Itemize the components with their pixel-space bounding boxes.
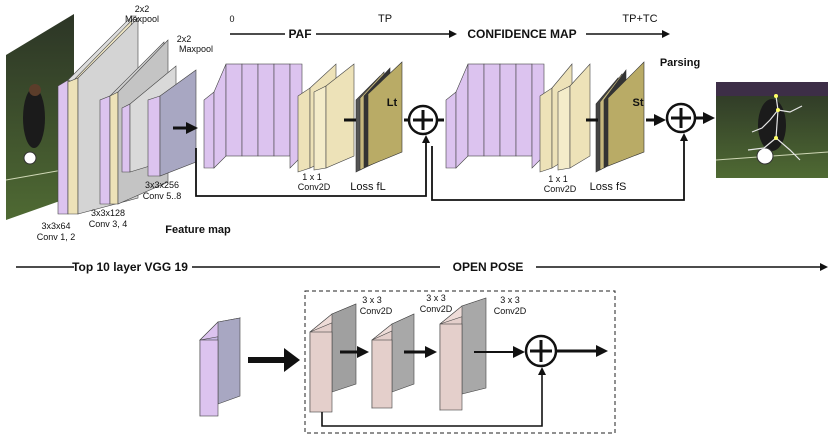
residual-block-frame [304, 290, 616, 434]
pool2-label: 2x2 [177, 34, 192, 44]
conv1x1-a-sublabel: Conv2D [298, 182, 331, 192]
conv58-sublabel: Conv 5..8 [143, 191, 182, 201]
pool1-label: 2x2 [135, 4, 150, 14]
skip-connection-1 [195, 135, 430, 197]
feature-map-label: Feature map [165, 224, 231, 236]
parsing-label: Parsing [660, 57, 700, 69]
residual-skip [321, 367, 546, 427]
conv34-label: 3x3x128 [91, 208, 125, 218]
loss-fl-label: Loss fL [350, 181, 385, 193]
tp-label: TP [378, 13, 392, 25]
res-conv-1 [309, 303, 357, 413]
zero-label: 0 [229, 14, 234, 24]
vgg-layers [57, 15, 197, 215]
openpose-label: OPEN POSE [453, 260, 524, 274]
res-conv-3 [439, 297, 487, 411]
res1-sublabel: Conv2D [360, 306, 393, 316]
conv58-label: 3x3x256 [145, 180, 179, 190]
res2-label: 3 x 3 [426, 293, 446, 303]
conv12-sublabel: Conv 1, 2 [37, 232, 76, 242]
vgg-label: Top 10 layer VGG 19 [72, 260, 188, 274]
paf-stage-blocks [203, 61, 403, 173]
st-label: St [633, 97, 644, 109]
pool2-sublabel: Maxpool [179, 44, 213, 54]
paf-label: PAF [288, 27, 311, 41]
conv12-label: 3x3x64 [41, 221, 70, 231]
lt-label: Lt [387, 97, 398, 109]
conv1x1-a-label: 1 x 1 [302, 172, 322, 182]
loss-fs-label: Loss fS [590, 181, 627, 193]
conv1x1-b-label: 1 x 1 [548, 174, 568, 184]
confidence-map-label: CONFIDENCE MAP [467, 27, 576, 41]
input-photo [5, 14, 75, 220]
res2-sublabel: Conv2D [420, 304, 453, 314]
skip-connection-2 [431, 133, 688, 201]
tptc-label: TP+TC [622, 13, 657, 25]
residual-input-block [199, 317, 241, 417]
res1-label: 3 x 3 [362, 295, 382, 305]
sum-node-1 [407, 104, 439, 136]
residual-in-head [284, 348, 300, 372]
output-photo [715, 82, 829, 178]
residual-sum-node [524, 334, 558, 368]
sum-node-2 [665, 102, 697, 134]
confidence-stage-blocks [445, 61, 645, 173]
res-conv-2 [371, 313, 415, 409]
pool1-sublabel: Maxpool [125, 14, 159, 24]
conv1x1-b-sublabel: Conv2D [544, 184, 577, 194]
res3-label: 3 x 3 [500, 295, 520, 305]
conv34-sublabel: Conv 3, 4 [89, 219, 128, 229]
res3-sublabel: Conv2D [494, 306, 527, 316]
